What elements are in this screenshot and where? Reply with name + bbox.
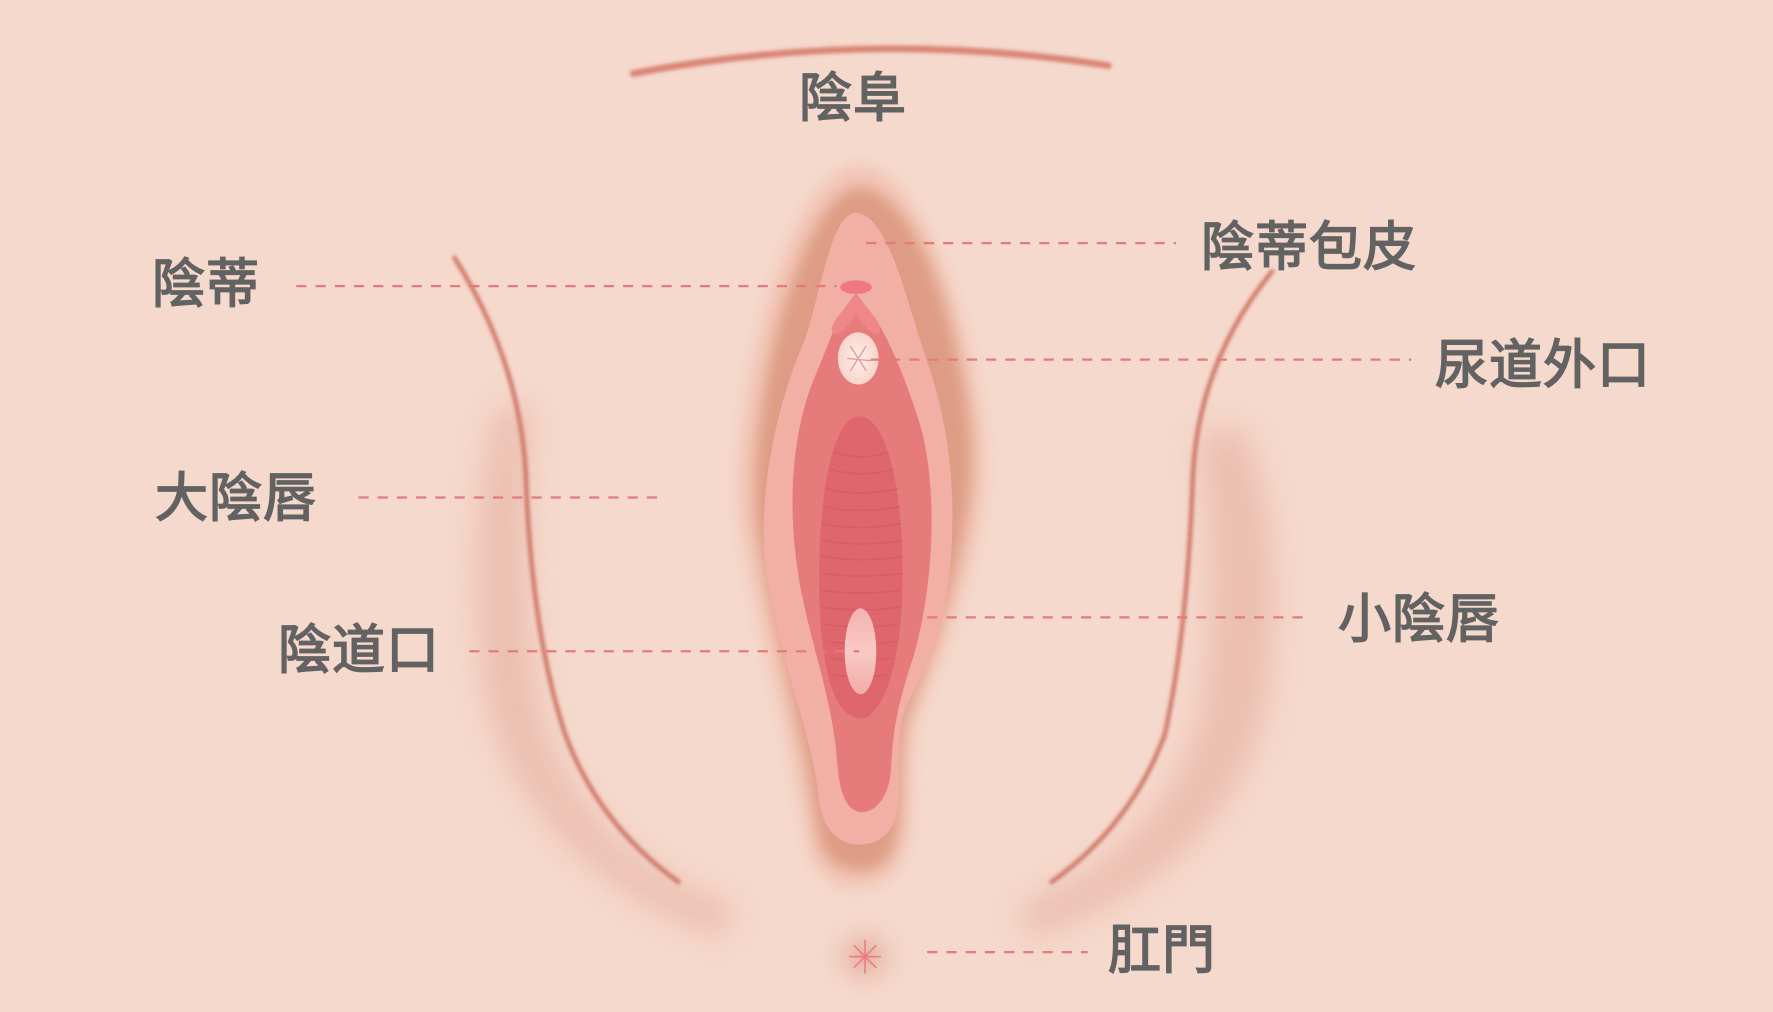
label-mons-pubis: 陰阜 bbox=[799, 68, 907, 129]
label-labia-minora: 小陰唇 bbox=[1338, 589, 1500, 650]
label-vaginal-opening: 陰道口 bbox=[278, 620, 440, 681]
ridge-lines bbox=[820, 451, 903, 678]
label-clitoral-hood: 陰蒂包皮 bbox=[1201, 217, 1417, 278]
label-urethral-opening: 尿道外口 bbox=[1435, 335, 1651, 396]
vaginal-opening-shape bbox=[844, 608, 877, 695]
mons-pubis-curve bbox=[629, 45, 1112, 77]
vaginal-canal-area bbox=[819, 416, 903, 719]
urethral-opening-shape bbox=[837, 332, 879, 385]
label-clitoris: 陰蒂 bbox=[152, 254, 260, 315]
label-labia-majora: 大陰唇 bbox=[155, 468, 317, 529]
anus-shape bbox=[813, 906, 918, 1007]
right-thigh-crease bbox=[1017, 269, 1275, 939]
label-anus: 肛門 bbox=[1108, 920, 1216, 981]
clitoris-shape bbox=[831, 280, 881, 334]
left-thigh-crease bbox=[452, 255, 735, 939]
leader-lines bbox=[296, 241, 1412, 954]
